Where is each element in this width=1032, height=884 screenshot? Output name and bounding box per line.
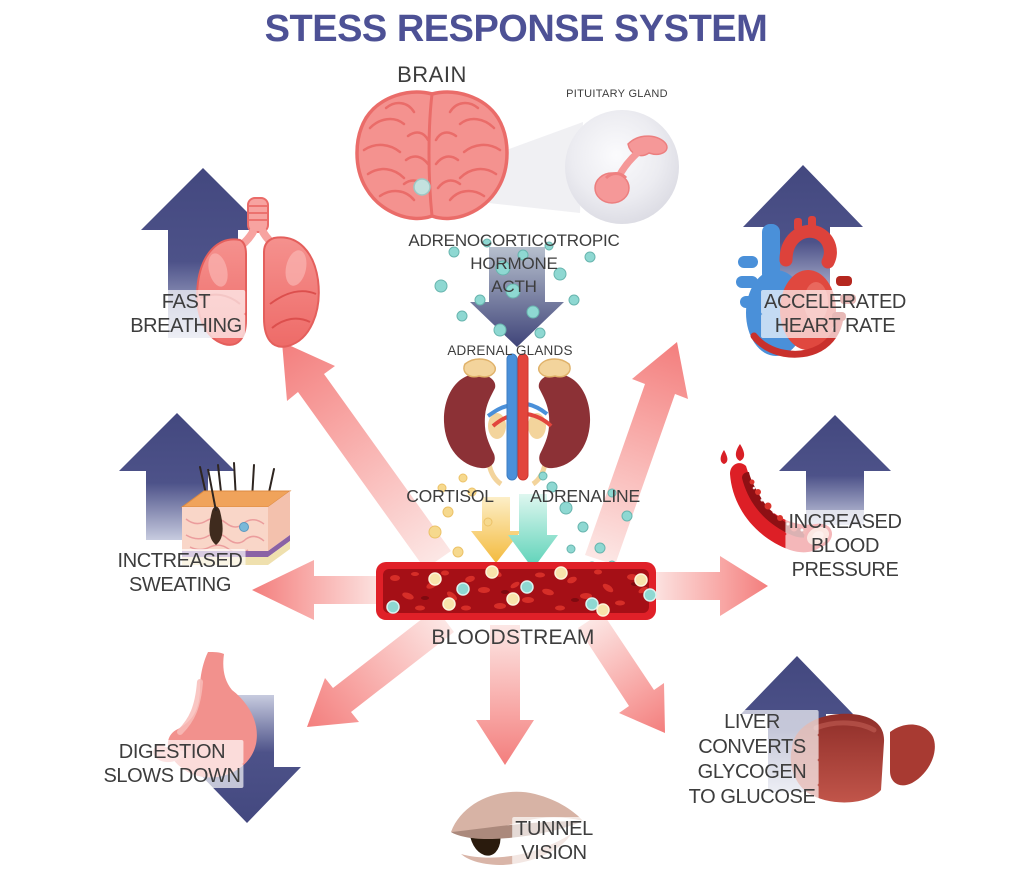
- left-adrenal: [463, 358, 497, 378]
- right-kidney: [538, 373, 591, 469]
- increased-blood-pressure-label: INCREASED BLOOD PRESSURE: [785, 510, 905, 582]
- pink-arrow-up-left: [282, 342, 451, 569]
- cortisol-arrow: [471, 497, 521, 563]
- tunnel-vision-label: TUNNEL VISION: [512, 817, 596, 865]
- bloodstream-label: BLOODSTREAM: [431, 626, 595, 649]
- adrenaline-label: ADRENALINE: [530, 486, 640, 506]
- hypothalamus-dot: [413, 178, 431, 196]
- sweat-gland: [239, 522, 249, 532]
- pink-arrow-left: [252, 560, 385, 620]
- accelerated-heart-rate-label: ACCELERATED HEART RATE: [761, 290, 909, 338]
- adrenaline-in-blood: [386, 580, 657, 614]
- page-title: STESS RESPONSE SYSTEM: [264, 8, 768, 50]
- acth-hormone-label: ADRENOCORTICOTROPIC HORMONE ACTH: [408, 231, 620, 296]
- cortisol-in-blood: [428, 565, 648, 617]
- acth-arrow: [434, 238, 596, 347]
- brain-illustration: [355, 90, 509, 221]
- liver-glucose-label: LIVER CONVERTS GLYCOGEN TO GLUCOSE: [685, 710, 819, 810]
- up-arrow-blood-pressure: [779, 415, 891, 525]
- bloodstream-illustration: [376, 562, 657, 620]
- pituitary-gland-label: PITUITARY GLAND: [566, 88, 668, 100]
- fast-breathing-label: FAST BREATHING: [127, 290, 245, 338]
- pink-arrow-right: [650, 556, 768, 616]
- adrenaline-dots: [538, 471, 633, 573]
- digestion-slows-down-label: DIGESTION SLOWS DOWN: [100, 740, 244, 788]
- adrenal-glands-illustration: [443, 353, 591, 487]
- pink-arrow-down-right: [578, 612, 665, 733]
- cortisol-label: CORTISOL: [406, 486, 494, 506]
- pink-arrow-down: [476, 625, 534, 765]
- acth-bubbles: [434, 238, 596, 339]
- brain-label: BRAIN: [397, 62, 467, 87]
- right-adrenal: [537, 358, 571, 378]
- increased-sweating-label: INCTREASED SWEATING: [114, 549, 246, 597]
- left-kidney: [443, 373, 496, 469]
- hair-follicle: [209, 506, 223, 545]
- adrenal-glands-label: ADRENAL GLANDS: [447, 343, 573, 358]
- pink-arrow-up-right: [585, 342, 688, 565]
- liver-right-lobe: [890, 724, 935, 786]
- red-blood-cells: [390, 569, 648, 611]
- pink-arrow-down-left: [307, 608, 454, 727]
- pituitary-gland-icon: [594, 135, 668, 204]
- bloodstream-effect-arrows: [252, 342, 768, 765]
- adrenaline-arrow: [508, 494, 558, 569]
